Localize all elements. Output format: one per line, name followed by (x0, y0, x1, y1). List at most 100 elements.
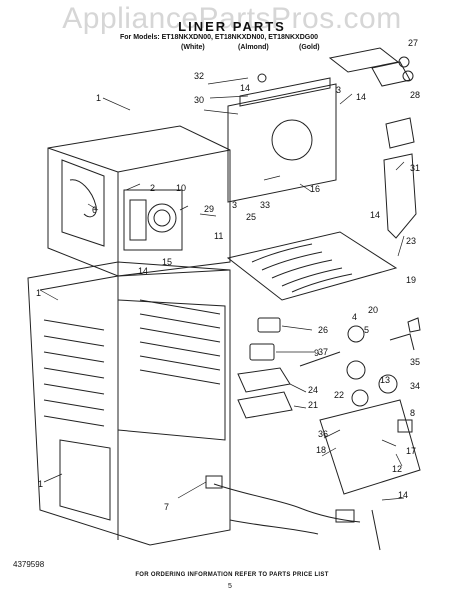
page-number: 5 (228, 583, 232, 590)
fan-opening (147, 203, 177, 233)
callout-18-24: 18 (316, 445, 326, 455)
callout-14-18: 14 (398, 490, 408, 500)
freezer-side-detail (69, 179, 97, 218)
callout-36-42: 36 (318, 429, 328, 439)
bracket-35 (389, 333, 415, 351)
callout-30-36: 30 (194, 95, 204, 105)
part-19 (407, 317, 421, 333)
callout-12-14: 12 (392, 464, 402, 474)
hinge-cover (328, 47, 400, 73)
callout-6-8: 6 (92, 205, 97, 215)
callout-1-2: 1 (38, 479, 43, 489)
duct-cover-strip (239, 77, 331, 107)
callout-19-25: 19 (406, 275, 416, 285)
control-housing-bottom (319, 399, 421, 495)
color-label-white: (White) (181, 44, 205, 51)
callout-37-43: 37 (318, 347, 328, 357)
knob-22 (351, 389, 369, 407)
color-label-gold: (Gold) (299, 44, 320, 51)
fan-hub (153, 209, 171, 227)
shelf-slots (251, 243, 353, 293)
freezer-liner-top-edge (117, 149, 231, 173)
callout-4-6: 4 (352, 312, 357, 322)
freezer-shelf (226, 231, 398, 301)
callout-14-16: 14 (240, 83, 250, 93)
part-9-rod (299, 351, 341, 367)
callout-27-33: 27 (408, 38, 418, 48)
liner-inner-wall (117, 299, 226, 441)
callout-35-41: 35 (410, 357, 420, 367)
callout-28-34: 28 (410, 90, 420, 100)
document-number: 4379598 (13, 560, 45, 569)
callout-21-27: 21 (308, 400, 318, 410)
fastener-28 (402, 70, 414, 82)
callout-22-28: 22 (334, 390, 344, 400)
part-24-tray (237, 367, 291, 393)
callout-25-31: 25 (246, 212, 256, 222)
freezer-side-recess (61, 159, 105, 247)
part-21-tray (237, 391, 293, 419)
page-title: LINER PARTS (178, 19, 286, 34)
callout-16-22: 16 (310, 184, 320, 194)
knob-4 (347, 325, 365, 343)
duct-fan-opening (271, 119, 313, 161)
knob-13 (346, 360, 366, 380)
models-line: For Models: ET18NKXDN00, ET18NKXDN00, ET… (120, 34, 318, 41)
screw-32 (257, 73, 267, 83)
callout-10-12: 10 (176, 183, 186, 193)
freezer-liner-outline (47, 125, 231, 277)
callout-34-40: 34 (410, 381, 420, 391)
callout-11-13: 11 (214, 231, 223, 241)
color-label-almond: (Almond) (238, 44, 269, 51)
callout-14-20: 14 (138, 266, 148, 276)
screw-14-bottom (371, 509, 381, 551)
light-housing (385, 117, 415, 149)
shelf-ribs-right (139, 299, 221, 385)
part-8 (397, 419, 413, 433)
callout-1: 1 (96, 93, 101, 103)
line-art (27, 47, 421, 551)
callout-9-11: 9 (314, 348, 319, 358)
wire-harness-branch (229, 519, 319, 535)
callout-15-21: 15 (162, 257, 172, 267)
callout-13-15: 13 (380, 375, 390, 385)
callout-2-3: 2 (150, 183, 155, 193)
callout-14-19: 14 (370, 210, 380, 220)
callout-23-29: 23 (406, 236, 416, 246)
part-37-gasket (249, 343, 275, 361)
part-26-module (257, 317, 281, 333)
light-shield (383, 153, 417, 239)
watermark-text: AppliancePartsPros.com (62, 2, 402, 35)
callout-20-26: 20 (368, 305, 378, 315)
callout-14-17: 14 (356, 92, 366, 102)
ordering-note: FOR ORDERING INFORMATION REFER TO PARTS … (135, 572, 329, 578)
callout-33-39: 33 (260, 200, 270, 210)
callout-5-7: 5 (364, 325, 369, 335)
callout-7-9: 7 (164, 502, 169, 512)
crisper-recess (59, 439, 111, 521)
harness-plug (335, 509, 355, 523)
wire-harness-main (213, 483, 361, 523)
callout-17-23: 17 (406, 446, 416, 456)
control-bracket (129, 199, 147, 241)
callout-8-10: 8 (410, 408, 415, 418)
fresh-food-liner-outline (27, 261, 231, 546)
callout-numbers: 1112334567891011121314141414141516171819… (36, 38, 420, 512)
hinge-cap (371, 61, 411, 87)
callout-3-4: 3 (232, 200, 237, 210)
leader-lines (39, 77, 405, 501)
freezer-liner-edge (47, 147, 119, 276)
callout-29-35: 29 (204, 204, 214, 214)
callout-32-38: 32 (194, 71, 204, 81)
rear-air-duct-panel (227, 83, 337, 203)
knob-34 (378, 374, 398, 394)
evaporator-housing (123, 189, 183, 251)
callout-26-32: 26 (318, 325, 328, 335)
callout-24-30: 24 (308, 385, 318, 395)
callout-1-1: 1 (36, 288, 41, 298)
fastener-27 (398, 56, 410, 68)
callout-3-5: 3 (336, 85, 341, 95)
fresh-food-liner-top (117, 269, 231, 277)
